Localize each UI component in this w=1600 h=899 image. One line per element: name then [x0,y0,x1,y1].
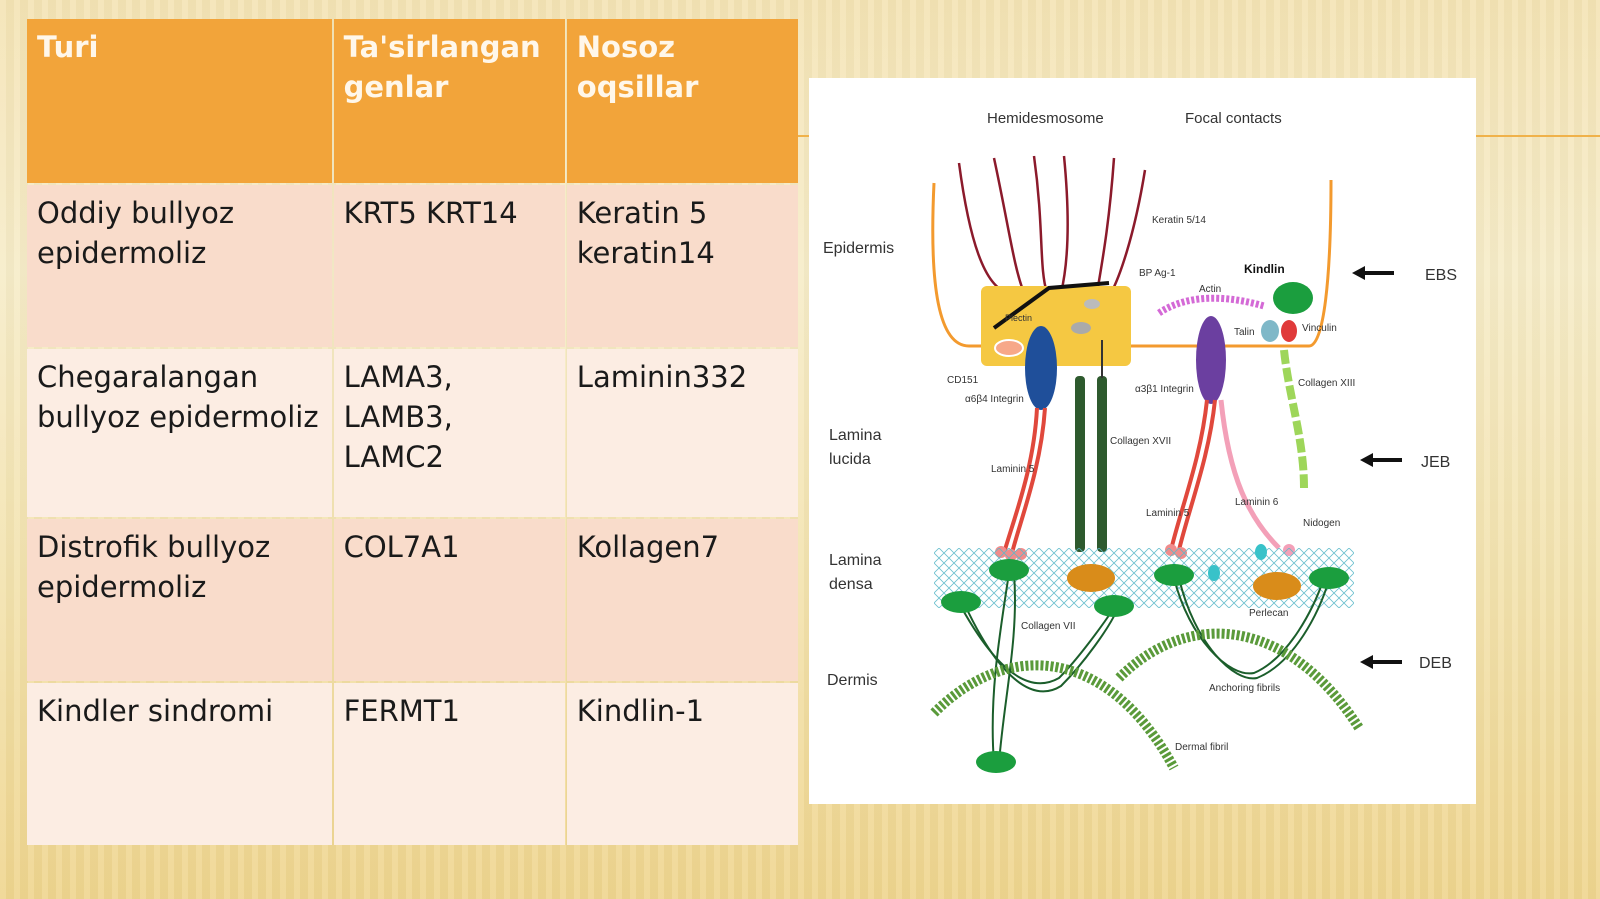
label-collagen-vii: Collagen VII [1021,621,1075,632]
actin-shape [1157,294,1265,316]
label-ebs: EBS [1425,267,1457,284]
header-turi: Turi [27,19,332,183]
cell-type: Chegaralangan bullyoz epidermoliz [27,349,332,517]
label-epidermis: Epidermis [823,240,894,257]
collagen-xiii-shape [1280,349,1308,489]
label-focal-contacts: Focal contacts [1185,110,1282,127]
label-actin: Actin [1199,284,1221,295]
label-hemidesmosome: Hemidesmosome [987,110,1104,127]
perlecan-left [1067,564,1115,592]
label-collagen-xiii: Collagen XIII [1298,378,1355,389]
label-vinculin: Vinculin [1302,323,1337,334]
label-talin: Talin [1234,327,1255,338]
label-jeb: JEB [1421,454,1450,471]
laminin6-shape [1218,399,1281,550]
cell-genes: FERMT1 [333,683,565,845]
label-plectin: Plectin [1005,313,1032,323]
cell-proteins: Kindlin-1 [566,683,798,845]
table-row: Distrofik bullyoz epidermoliz COL7A1 Kol… [27,519,798,681]
label-laminin6: Laminin 6 [1235,497,1279,508]
label-laminin5-right: Laminin 5 [1146,508,1190,519]
cell-proteins: Keratin 5 keratin14 [566,185,798,347]
label-lamina-densa-1: Lamina [829,552,882,569]
cell-membrane [931,179,1333,348]
a6b4-integrin-shape [1025,326,1057,410]
label-cd151: CD151 [947,375,979,386]
label-dermal-fibril: Dermal fibril [1175,742,1228,753]
table-header-row: Turi Ta'sirlangan genlar Nosoz oqsillar [27,19,798,183]
label-dermis: Dermis [827,672,878,689]
cd151-shape [994,339,1024,357]
ebs-arrow [1352,266,1394,280]
cell-type: Kindler sindromi [27,683,332,845]
label-lamina-lucida-1: Lamina [829,427,882,444]
gene-table: Turi Ta'sirlangan genlar Nosoz oqsillar … [25,17,800,847]
dermal-fibril-right [1115,628,1364,731]
label-bpag1: BP Ag-1 [1139,268,1176,279]
header-genes: Ta'sirlangan genlar [333,19,565,183]
cell-genes: KRT5 KRT14 [333,185,565,347]
label-collagen-xvii: Collagen XVII [1110,436,1171,447]
collagen-xvii-chains [1075,376,1107,552]
label-laminin5-left: Laminin 5 [991,464,1035,475]
cell-genes: COL7A1 [333,519,565,681]
cell-proteins: Kollagen7 [566,519,798,681]
label-anchoring-fibrils: Anchoring fibrils [1209,683,1280,694]
plectin [992,281,1110,330]
kindlin-shape [1273,282,1313,314]
perlecan-right [1253,572,1301,600]
label-nidogen: Nidogen [1303,518,1340,529]
header-proteins: Nosoz oqsillar [566,19,798,183]
jeb-arrow [1360,453,1402,467]
a3b1-integrin-shape [1196,316,1226,404]
deb-arrow [1360,655,1402,669]
bpag1-shape [1084,299,1100,309]
laminin5-right [1169,399,1217,551]
label-lamina-lucida-2: lucida [829,451,871,468]
laminin5-left [1002,407,1047,554]
cell-proteins: Laminin332 [566,349,798,517]
table-row: Oddiy bullyoz epidermoliz KRT5 KRT14 Ker… [27,185,798,347]
table-row: Kindler sindromi FERMT1 Kindlin-1 [27,683,798,845]
label-kindlin: Kindlin [1244,262,1285,276]
label-deb: DEB [1419,655,1452,672]
keratin-filaments [957,155,1147,295]
cell-type: Oddiy bullyoz epidermoliz [27,185,332,347]
bpag2-shape [1071,322,1091,334]
table-row: Chegaralangan bullyoz epidermoliz LAMA3,… [27,349,798,517]
anchoring-plaques [941,559,1349,773]
talin-shape [1261,320,1279,342]
skin-diagram: Hemidesmosome Focal contacts Epidermis L… [809,78,1476,804]
cell-type: Distrofik bullyoz epidermoliz [27,519,332,681]
vinculin-shape [1281,320,1297,342]
label-keratin: Keratin 5/14 [1152,215,1206,226]
dermal-fibril-left [930,660,1179,771]
skin-diagram-svg: Hemidesmosome Focal contacts Epidermis L… [823,110,1457,773]
cell-genes: LAMA3, LAMB3, LAMC2 [333,349,565,517]
nidogen-shape [1255,544,1267,560]
label-a6b4: α6β4 Integrin [965,394,1024,405]
nidogen-shape [1208,565,1220,581]
label-lamina-densa-2: densa [829,576,873,593]
label-perlecan: Perlecan [1249,608,1288,619]
label-a3b1: α3β1 Integrin [1135,384,1194,395]
